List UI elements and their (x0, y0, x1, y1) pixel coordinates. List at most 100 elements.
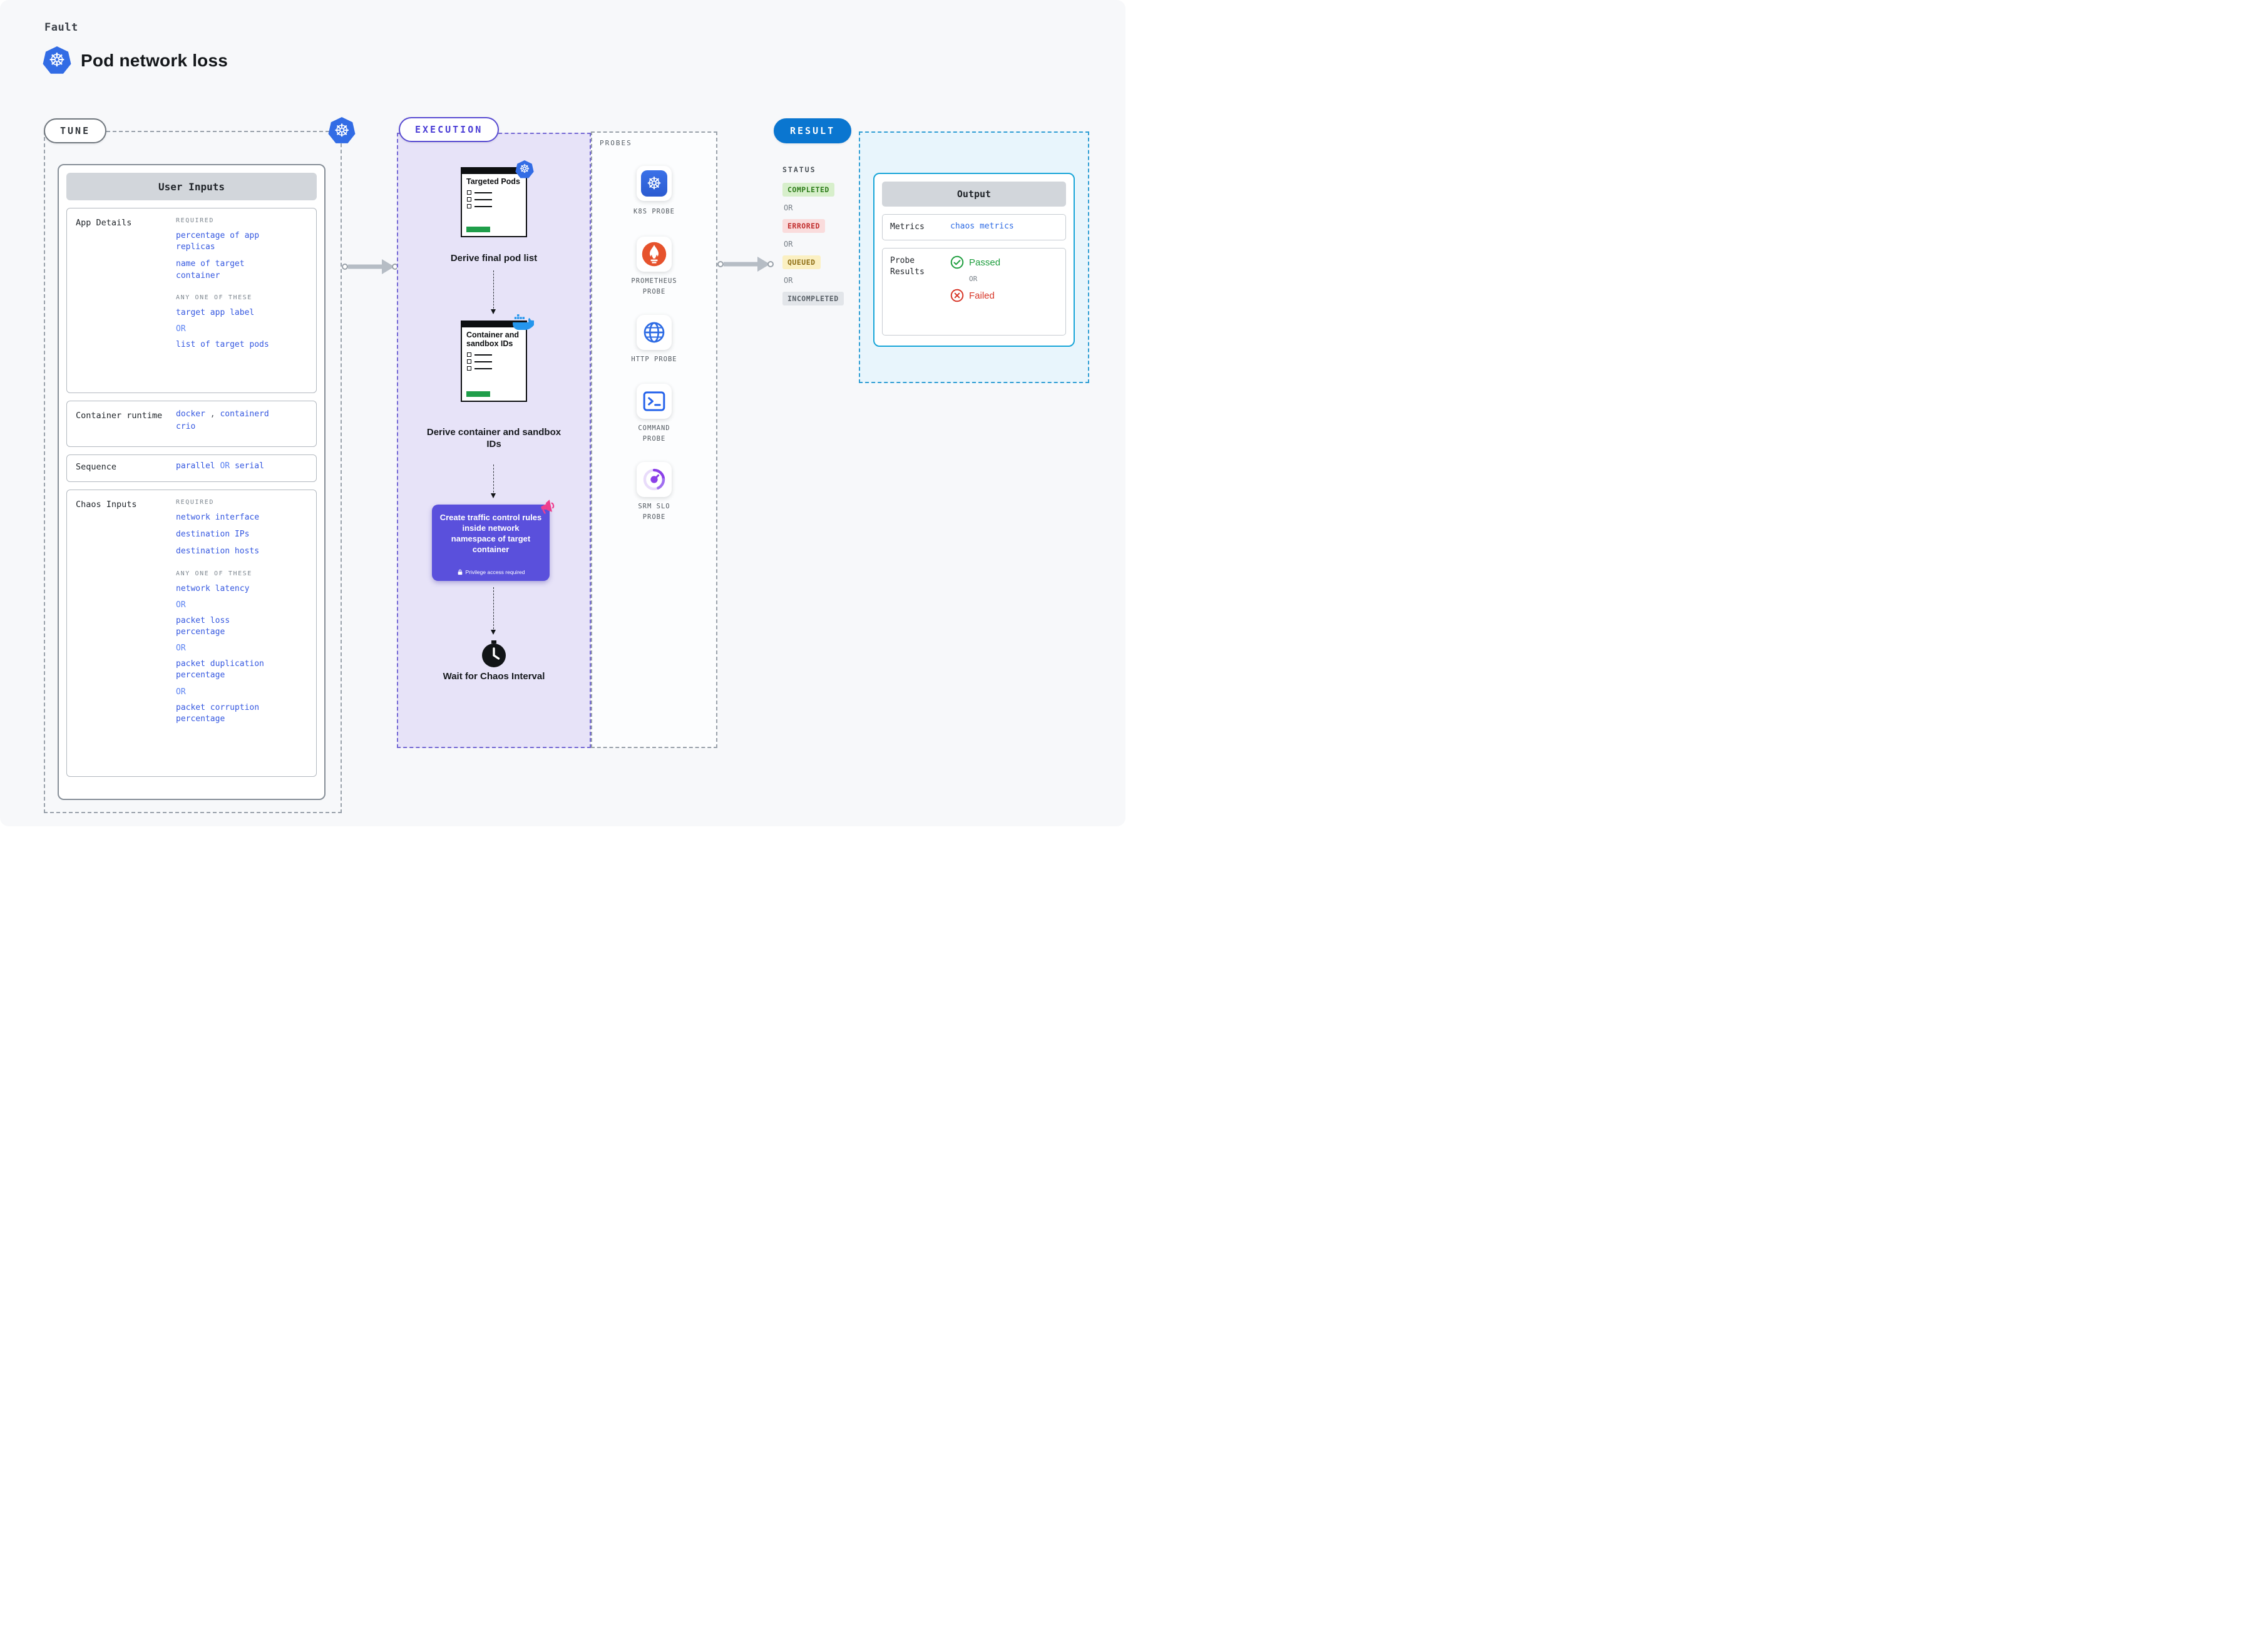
input-item: name of target container (176, 259, 245, 280)
probes-section-box (591, 131, 717, 748)
check-circle-icon (950, 255, 964, 269)
status-badge: ERRORED (782, 219, 825, 233)
probe-results-row: Probe Results Passed OR Failed (882, 248, 1066, 336)
sequence-value: serial (234, 461, 264, 471)
progress-bar (466, 391, 490, 397)
probe-label: K8S PROBE (633, 208, 675, 215)
action-text: Create traffic control rules inside netw… (439, 513, 542, 554)
required-caption: REQUIRED (176, 499, 214, 506)
passed-label: Passed (969, 257, 1001, 268)
or-label: OR (784, 203, 793, 212)
http-probe-icon (644, 322, 665, 343)
input-item: packet corruption percentage (176, 702, 260, 724)
app-details-section: App Details REQUIRED percentage of app r… (66, 208, 317, 393)
execution-to-result-arrow (717, 257, 774, 272)
privilege-badge-text: Privilege access required (465, 569, 525, 575)
execution-label-pill: EXECUTION (399, 117, 500, 142)
runtime-value: crio (176, 422, 196, 432)
flow-connector (491, 587, 496, 635)
chaos-inputs-section: Chaos Inputs REQUIRED network interface … (66, 490, 317, 777)
probe-results-label: Probe Results (890, 256, 925, 277)
output-title: Output (882, 182, 1066, 207)
flow-connector (491, 464, 496, 498)
input-item: target app label (176, 307, 255, 317)
flow-connector (491, 270, 496, 314)
failed-label: Failed (969, 290, 995, 301)
probe-label: COMMAND PROBE (638, 424, 670, 443)
input-item: list of target pods (176, 339, 269, 349)
sequence-label: Sequence (76, 462, 117, 472)
input-item: packet duplication percentage (176, 659, 264, 680)
chaos-inputs-label: Chaos Inputs (76, 500, 137, 510)
runtime-value: docker (176, 409, 205, 419)
input-item: percentage of app replicas (176, 231, 260, 252)
any-one-caption: ANY ONE OF THESE (176, 570, 252, 577)
sequence-section: Sequence parallel OR serial (66, 454, 317, 482)
container-sandbox-ids-document: Container and sandbox IDs (461, 314, 534, 402)
probes-label: PROBES (600, 139, 632, 147)
user-inputs-panel: User Inputs App Details REQUIRED percent… (58, 164, 326, 800)
status-caption: STATUS (782, 165, 816, 174)
traffic-control-action-box: Create traffic control rules inside netw… (432, 500, 555, 581)
tune-section-box (44, 131, 342, 813)
command-probe-card (637, 384, 672, 419)
document-title: Targeted Pods (466, 177, 520, 186)
x-circle-icon (950, 289, 964, 302)
status-badge: INCOMPLETED (782, 292, 844, 305)
input-item: destination IPs (176, 530, 250, 540)
step-caption: Derive container and sandbox IDs (426, 427, 561, 449)
prometheus-probe-icon (642, 242, 667, 267)
sequence-value: parallel (176, 461, 215, 471)
metrics-row: Metrics chaos metrics (882, 214, 1066, 241)
result-label-pill: RESULT (774, 118, 852, 143)
megaphone-icon (541, 500, 555, 514)
status-badge: COMPLETED (782, 183, 834, 197)
or-label: OR (176, 687, 186, 697)
progress-bar (466, 227, 490, 232)
srm-slo-probe-card (637, 462, 672, 497)
any-one-caption: ANY ONE OF THESE (176, 294, 252, 301)
wait-caption: Wait for Chaos Interval (443, 671, 545, 682)
tune-label-pill: TUNE (44, 118, 107, 143)
required-caption: REQUIRED (176, 217, 214, 224)
input-item: network interface (176, 513, 260, 522)
k8s-probe-icon: ☸ (641, 170, 667, 197)
runtime-value: containerd (220, 409, 269, 419)
or-label: OR (176, 600, 186, 610)
kubernetes-logo-icon: ☸ (43, 46, 71, 74)
input-item: network latency (176, 583, 250, 593)
document-header-bar (462, 322, 526, 327)
prometheus-probe-card (637, 237, 672, 272)
k8s-probe-card: ☸ (637, 166, 672, 201)
input-item: destination hosts (176, 546, 260, 557)
kubernetes-corner-icon: ☸ (328, 117, 356, 143)
or-label: OR (784, 240, 793, 249)
docker-badge-icon (513, 314, 534, 330)
command-probe-icon (643, 391, 665, 411)
or-label: OR (784, 276, 793, 285)
or-label: OR (220, 461, 230, 471)
output-panel: Output Metrics chaos metrics Probe Resul… (873, 173, 1075, 347)
container-runtime-section: Container runtime docker , containerd cr… (66, 401, 317, 447)
probe-label: PROMETHEUS PROBE (631, 277, 677, 295)
tune-to-execution-arrow (342, 259, 398, 274)
page-title: Pod network loss (81, 51, 228, 70)
srm-slo-probe-icon (643, 468, 665, 491)
separator: , (210, 409, 215, 419)
clock-icon (482, 640, 506, 667)
fault-diagram-page: Fault ☸ Pod network loss TUNE ☸ User Inp… (0, 0, 1126, 826)
status-badge: QUEUED (782, 255, 821, 269)
page-title-row: ☸ Pod network loss (43, 46, 228, 75)
metrics-value: chaos metrics (950, 222, 1014, 231)
or-label: OR (176, 324, 186, 334)
http-probe-card (637, 315, 672, 350)
kubernetes-badge-icon: ☸ (515, 160, 534, 178)
or-label: OR (176, 644, 186, 654)
chaos-interval-clock (479, 640, 508, 671)
status-column: COMPLETED OR ERRORED OR QUEUED OR INCOMP… (782, 183, 844, 305)
document-title: Container and sandbox IDs (466, 331, 520, 348)
probe-label: SRM SLO PROBE (638, 503, 670, 521)
container-runtime-label: Container runtime (76, 411, 163, 421)
fault-eyebrow: Fault (44, 21, 78, 34)
metrics-label: Metrics (890, 222, 925, 232)
